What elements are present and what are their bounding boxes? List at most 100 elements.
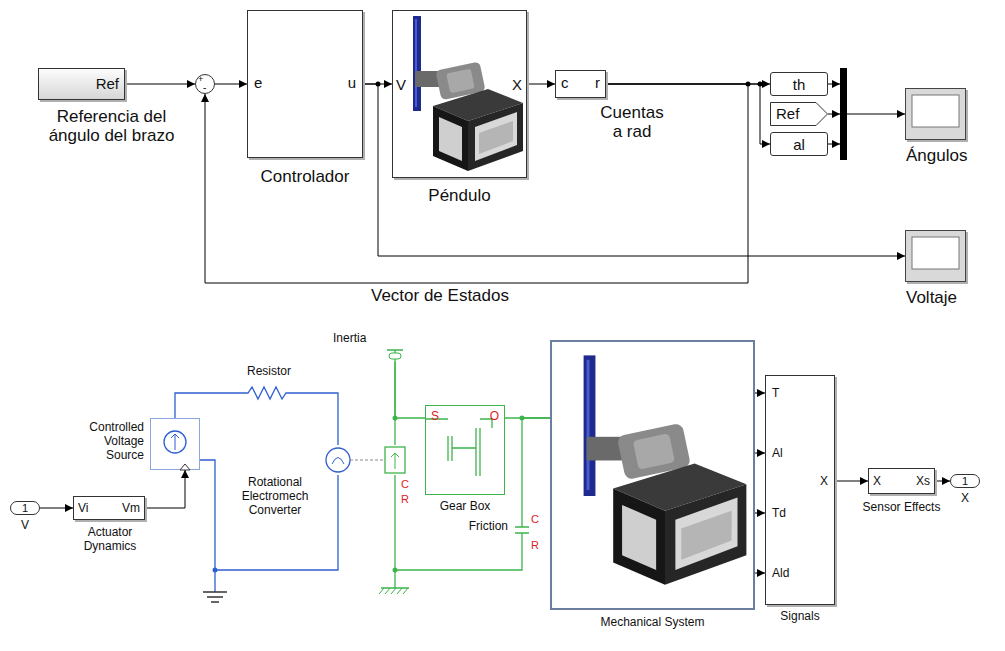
block-text: + (198, 75, 203, 85)
block-text: C (401, 478, 409, 490)
reference-block: RefReferencia del ángulo del brazo (38, 68, 125, 100)
resistor-symbol-shape (238, 385, 300, 401)
block-label: - (203, 82, 206, 93)
block-text: Controlled Voltage Source (74, 420, 144, 462)
mux-bar (840, 68, 847, 160)
block-label: X (512, 77, 522, 94)
sensor-block: XXsSensor Effects (868, 468, 935, 494)
outport: 1X (950, 474, 980, 488)
connector (215, 84, 247, 85)
signal-line (828, 84, 840, 85)
block-text: X (873, 475, 881, 488)
block-text: th (793, 77, 806, 94)
inertia-symbol-shape (385, 348, 405, 362)
ground-wire (214, 570, 215, 592)
mechanical-system: Mechanical System (550, 340, 755, 610)
block-text: c (561, 75, 569, 92)
block-label: X (820, 475, 828, 488)
connector (125, 84, 195, 85)
block-label: V (21, 519, 29, 532)
block-label: Gear Box (440, 500, 491, 513)
block-text: e (254, 75, 262, 92)
inport: 1V (10, 501, 40, 515)
connector (175, 393, 238, 418)
connector (755, 513, 765, 514)
block-label: u (348, 75, 356, 92)
block-text: Mechanical System (600, 616, 704, 629)
connector (755, 573, 765, 574)
block-label: Péndulo (428, 187, 490, 206)
block-label: X (961, 492, 969, 505)
block-text: Vi (78, 502, 88, 515)
block-label: Cuentas a rad (596, 103, 668, 141)
connector (522, 418, 550, 505)
resistor-symbol: Resistor (238, 385, 300, 401)
plant-block: VXPéndulo (392, 10, 527, 178)
block-label: Al (772, 447, 783, 460)
signal-bus: TAlTdAldXSignals (765, 375, 835, 605)
scope-block: Voltaje (905, 230, 966, 282)
signal-line (847, 114, 905, 115)
block-label: Vm (122, 502, 140, 515)
connector (145, 470, 185, 508)
block-label: Controlador (261, 168, 350, 187)
block-text: 1 (962, 475, 968, 487)
actuator-block: ViVmActuator Dynamics (73, 496, 145, 520)
friction-symbol: CRFriction (512, 505, 532, 560)
voltage-source: Controlled Voltage Source (150, 418, 200, 470)
signal-line (828, 144, 840, 145)
block-label: R (531, 539, 539, 551)
electromech-converter-shape (323, 445, 408, 475)
connector (755, 453, 765, 454)
electrical-ground (203, 592, 227, 602)
block-text: V (396, 77, 406, 94)
friction-symbol-shape (512, 505, 532, 560)
connector (395, 362, 425, 418)
mechanical-system-shape (552, 342, 753, 608)
block-label: Referencia del ángulo del brazo (39, 107, 184, 145)
edge-label: Vector de Estados (368, 286, 512, 306)
voltage-source-shape (150, 418, 200, 470)
block-text: al (793, 137, 805, 154)
block-label: Signals (780, 610, 819, 623)
connector (200, 460, 338, 570)
block-text: Resistor (247, 365, 291, 378)
block-text: C (531, 513, 539, 525)
signal-line (828, 114, 840, 115)
block-text: 1 (22, 502, 28, 514)
connector (300, 393, 338, 445)
block-text: S (431, 410, 439, 423)
goto-tag: th (770, 72, 828, 96)
connector (935, 481, 950, 482)
scope-block: Ángulos (905, 88, 966, 140)
controller-block: euControlador (247, 10, 363, 158)
pendulum-illustration (413, 16, 523, 171)
block-text: Ref (96, 76, 119, 93)
block-text: Ángulos (906, 147, 967, 166)
block-text: Voltaje (906, 289, 957, 308)
block-text: T (772, 387, 779, 400)
block-label: Xs (916, 475, 930, 488)
plant-block-shape (393, 11, 526, 177)
block-text: Ref (776, 106, 799, 123)
sum-block: +- (195, 74, 215, 94)
connector (40, 508, 73, 509)
connector (527, 84, 555, 85)
connector (835, 481, 868, 482)
pendulum-illustration (584, 355, 747, 584)
ground-hatch (379, 588, 408, 594)
block-text: Inertia (333, 332, 366, 345)
scope-block-shape (906, 231, 965, 281)
block-label: Sensor Effects (863, 501, 941, 514)
block-label: Rotational Electromech Converter (235, 475, 315, 517)
inertia-symbol: Inertia (385, 348, 405, 362)
block-label: O (490, 410, 499, 423)
gear-box: SOGear Box (425, 405, 505, 495)
block-label: R (401, 493, 409, 505)
block-label: Td (772, 507, 786, 520)
gain-block: crCuentas a rad (555, 70, 606, 98)
connector (755, 393, 765, 394)
block-label: Friction (469, 520, 508, 533)
electromech-converter: CRRotational Electromech Converter (323, 445, 408, 475)
